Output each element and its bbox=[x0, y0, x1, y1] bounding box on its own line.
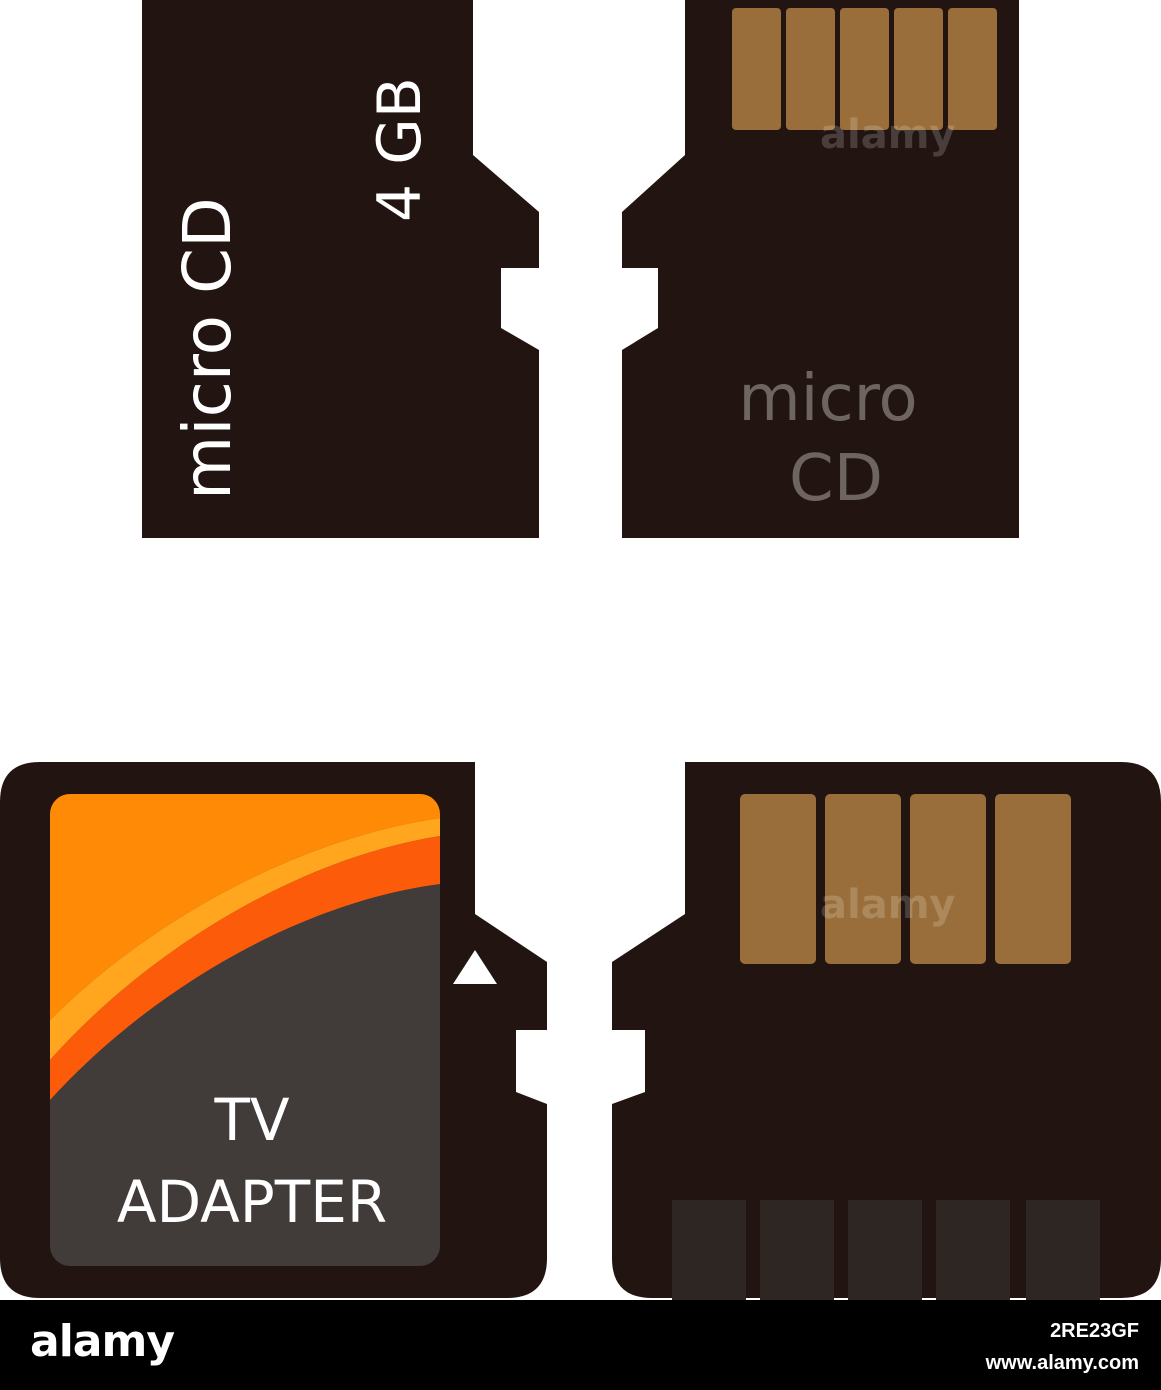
adapter-label-line2: ADAPTER bbox=[117, 1168, 387, 1236]
watermark: alamy bbox=[820, 882, 955, 928]
adapter-label-stripe-light bbox=[50, 818, 440, 1060]
insert-arrow-icon bbox=[453, 950, 497, 984]
lower-pad bbox=[1026, 1200, 1100, 1300]
adapter-card-label bbox=[50, 794, 440, 1266]
contact-pad bbox=[995, 794, 1071, 964]
contact-pad bbox=[732, 8, 781, 130]
footer-bar bbox=[0, 1300, 1161, 1390]
contact-pad bbox=[825, 794, 901, 964]
micro-card-back-line2: CD bbox=[789, 442, 883, 516]
adapter-label-line1: TV bbox=[213, 1086, 289, 1154]
watermark: alamy bbox=[820, 112, 955, 158]
lower-pad bbox=[672, 1200, 746, 1300]
adapter-card-back-contacts bbox=[740, 794, 1071, 964]
contact-pad bbox=[910, 794, 986, 964]
lower-pad bbox=[760, 1200, 834, 1300]
adapter-label-stripe-orange bbox=[50, 794, 440, 1020]
memory-cards-illustration: micro CD 4 GB micro CD TV ADAPTER bbox=[0, 0, 1161, 1300]
micro-card-front bbox=[142, 0, 539, 538]
micro-card-front-capacity: 4 GB bbox=[365, 77, 435, 222]
micro-card-back-line1: micro bbox=[738, 362, 917, 436]
site-url[interactable]: www.alamy.com bbox=[985, 1352, 1139, 1374]
adapter-label-stripe-dark bbox=[50, 836, 440, 1100]
micro-card-back-contacts bbox=[732, 8, 997, 130]
micro-card-front-name: micro CD bbox=[169, 197, 246, 500]
contact-pad bbox=[948, 8, 997, 130]
lower-pad bbox=[848, 1200, 922, 1300]
micro-card-back bbox=[622, 0, 1019, 538]
image-id: 2RE23GF bbox=[1050, 1320, 1139, 1342]
adapter-card-back-lower-pads bbox=[672, 1200, 1100, 1300]
contact-pad bbox=[786, 8, 835, 130]
contact-pad bbox=[840, 8, 889, 130]
lower-pad bbox=[936, 1200, 1010, 1300]
contact-pad bbox=[894, 8, 943, 130]
brand-logo: alamy bbox=[30, 1316, 175, 1367]
contact-pad bbox=[740, 794, 816, 964]
watermark-group: alamy alamy bbox=[820, 112, 955, 928]
